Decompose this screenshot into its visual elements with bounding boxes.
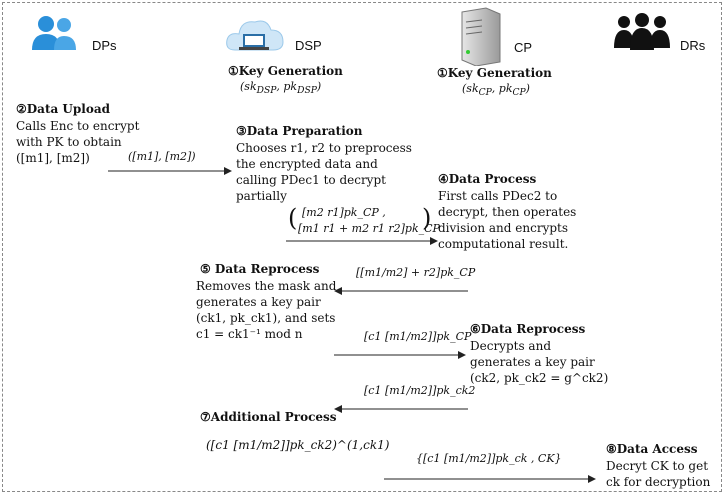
entity-label-cp: CP bbox=[514, 40, 533, 55]
message-upload: ([m1], [m2]) bbox=[128, 150, 196, 163]
keygen-cp-title: ①Key Generation bbox=[437, 66, 552, 80]
entity-label-dps: DPs bbox=[92, 38, 117, 53]
cloud-laptop-icon bbox=[226, 20, 284, 51]
arrow-reprocess bbox=[334, 351, 466, 359]
data-reprocess-dsp-text: Removes the mask and generates a key pai… bbox=[196, 279, 337, 341]
data-upload-text: Calls Enc to encrypt with PK to obtain (… bbox=[16, 119, 140, 165]
arrow-prep bbox=[286, 237, 438, 245]
message-cp-back: [c1 [m1/m2]]pk_ck2 bbox=[364, 384, 476, 397]
data-reprocess-cp-text: Decrypts and generates a key pair (ck2, … bbox=[470, 339, 609, 385]
data-access-title: ⑧Data Access bbox=[606, 442, 698, 456]
additional-process-formula: ([c1 [m1/m2]]pk_ck2)^(1,ck1) bbox=[206, 438, 390, 452]
message-prep-close-paren: ) bbox=[422, 204, 432, 232]
arrow-access bbox=[384, 475, 596, 483]
data-preparation-title: ③Data Preparation bbox=[236, 124, 363, 138]
keygen-dsp-title: ①Key Generation bbox=[228, 64, 343, 78]
arrow-process-back bbox=[334, 287, 468, 295]
message-prep-line1: [m2 r1]pk_CP , bbox=[302, 206, 386, 219]
entity-label-drs: DRs bbox=[680, 38, 706, 53]
entity-label-dsp: DSP bbox=[295, 38, 322, 53]
data-upload-title: ②Data Upload bbox=[16, 102, 111, 116]
keygen-cp-formula: (skCP, pkCP) bbox=[462, 82, 530, 99]
message-prep-line2: [m1 r1 + m2 r1 r2]pk_CP bbox=[298, 222, 440, 235]
message-prep-open-paren: ( bbox=[288, 204, 298, 232]
arrow-cp-back bbox=[334, 405, 468, 413]
data-access-text: Decryt CK to get ck for decryption bbox=[606, 459, 711, 489]
data-reprocess-dsp-title: ⑤ Data Reprocess bbox=[200, 262, 320, 276]
data-process-text: First calls PDec2 to decrypt, then opera… bbox=[438, 189, 577, 251]
server-icon bbox=[461, 7, 501, 66]
people-group-icon bbox=[614, 13, 670, 50]
message-reprocess: [c1 [m1/m2]]pk_CP bbox=[364, 330, 472, 343]
message-process: [[m1/m2] + r2]pk_CP bbox=[356, 266, 476, 279]
data-process-title: ④Data Process bbox=[438, 172, 537, 186]
keygen-dsp-formula: (skDSP, pkDSP) bbox=[240, 80, 322, 97]
message-access: {[c1 [m1/m2]]pk_ck , CK} bbox=[416, 452, 562, 465]
diagram-frame bbox=[2, 2, 722, 492]
additional-process-title: ⑦Additional Process bbox=[200, 410, 337, 424]
arrow-upload bbox=[108, 167, 232, 175]
data-reprocess-cp-title: ⑥Data Reprocess bbox=[470, 322, 586, 336]
data-preparation-text: Chooses r1, r2 to preprocess the encrypt… bbox=[236, 141, 412, 203]
users-icon bbox=[32, 16, 76, 50]
